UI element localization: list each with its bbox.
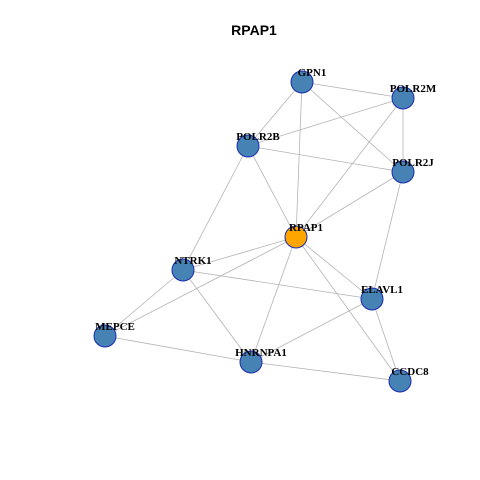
node-label-polr2b: POLR2B	[236, 131, 280, 143]
edge-gpn1-polr2b	[247, 81, 303, 147]
edge-rpap1-elavl1	[295, 236, 373, 300]
node-label-ccdc8: CCDC8	[391, 366, 429, 378]
edge-ntrk1-elavl1	[182, 269, 373, 300]
edge-polr2j-rpap1	[295, 171, 404, 238]
node-ccdc8	[388, 369, 412, 393]
edge-rpap1-hnrnpa1	[250, 236, 297, 363]
graph-title: RPAP1	[231, 22, 277, 38]
edge-mepce-hnrnpa1	[104, 335, 252, 363]
edge-polr2m-rpap1	[295, 97, 404, 238]
edge-hnrnpa1-ccdc8	[250, 361, 401, 382]
node-ntrk1	[171, 258, 195, 282]
node-label-polr2m: POLR2M	[390, 83, 437, 95]
edge-gpn1-rpap1	[295, 81, 303, 238]
node-polr2b	[236, 134, 260, 158]
node-polr2m	[391, 86, 415, 110]
edge-gpn1-polr2m	[301, 81, 404, 99]
edge-polr2b-ntrk1	[182, 145, 249, 271]
node-polr2j	[391, 160, 415, 184]
edge-polr2b-polr2j	[247, 145, 404, 173]
node-gpn1	[290, 70, 314, 94]
edge-elavl1-hnrnpa1	[250, 298, 373, 363]
node-label-elavl1: ELAVL1	[361, 284, 403, 296]
node-rpap1	[284, 225, 308, 249]
edge-rpap1-mepce	[104, 236, 297, 337]
edge-rpap1-ccdc8	[295, 236, 401, 382]
node-elavl1	[360, 287, 384, 311]
edge-elavl1-ccdc8	[371, 298, 401, 382]
edge-ntrk1-hnrnpa1	[182, 269, 252, 363]
edge-rpap1-ntrk1	[182, 236, 297, 271]
node-label-mepce: MEPCE	[95, 321, 135, 333]
edge-polr2j-elavl1	[371, 171, 404, 300]
edge-polr2m-polr2b	[247, 97, 404, 147]
node-label-ntrk1: NTRK1	[174, 255, 211, 267]
node-label-rpap1: RPAP1	[289, 222, 323, 234]
node-mepce	[93, 324, 117, 348]
edge-polr2b-rpap1	[247, 145, 297, 238]
node-hnrnpa1	[239, 350, 263, 374]
edges-layer	[104, 81, 404, 382]
edge-ntrk1-mepce	[104, 269, 184, 337]
node-label-polr2j: POLR2J	[392, 157, 434, 169]
nodes-layer	[93, 70, 415, 393]
node-label-gpn1: GPN1	[298, 67, 327, 79]
node-label-hnrnpa1: HNRNPA1	[235, 347, 287, 359]
edge-gpn1-polr2j	[301, 81, 404, 173]
